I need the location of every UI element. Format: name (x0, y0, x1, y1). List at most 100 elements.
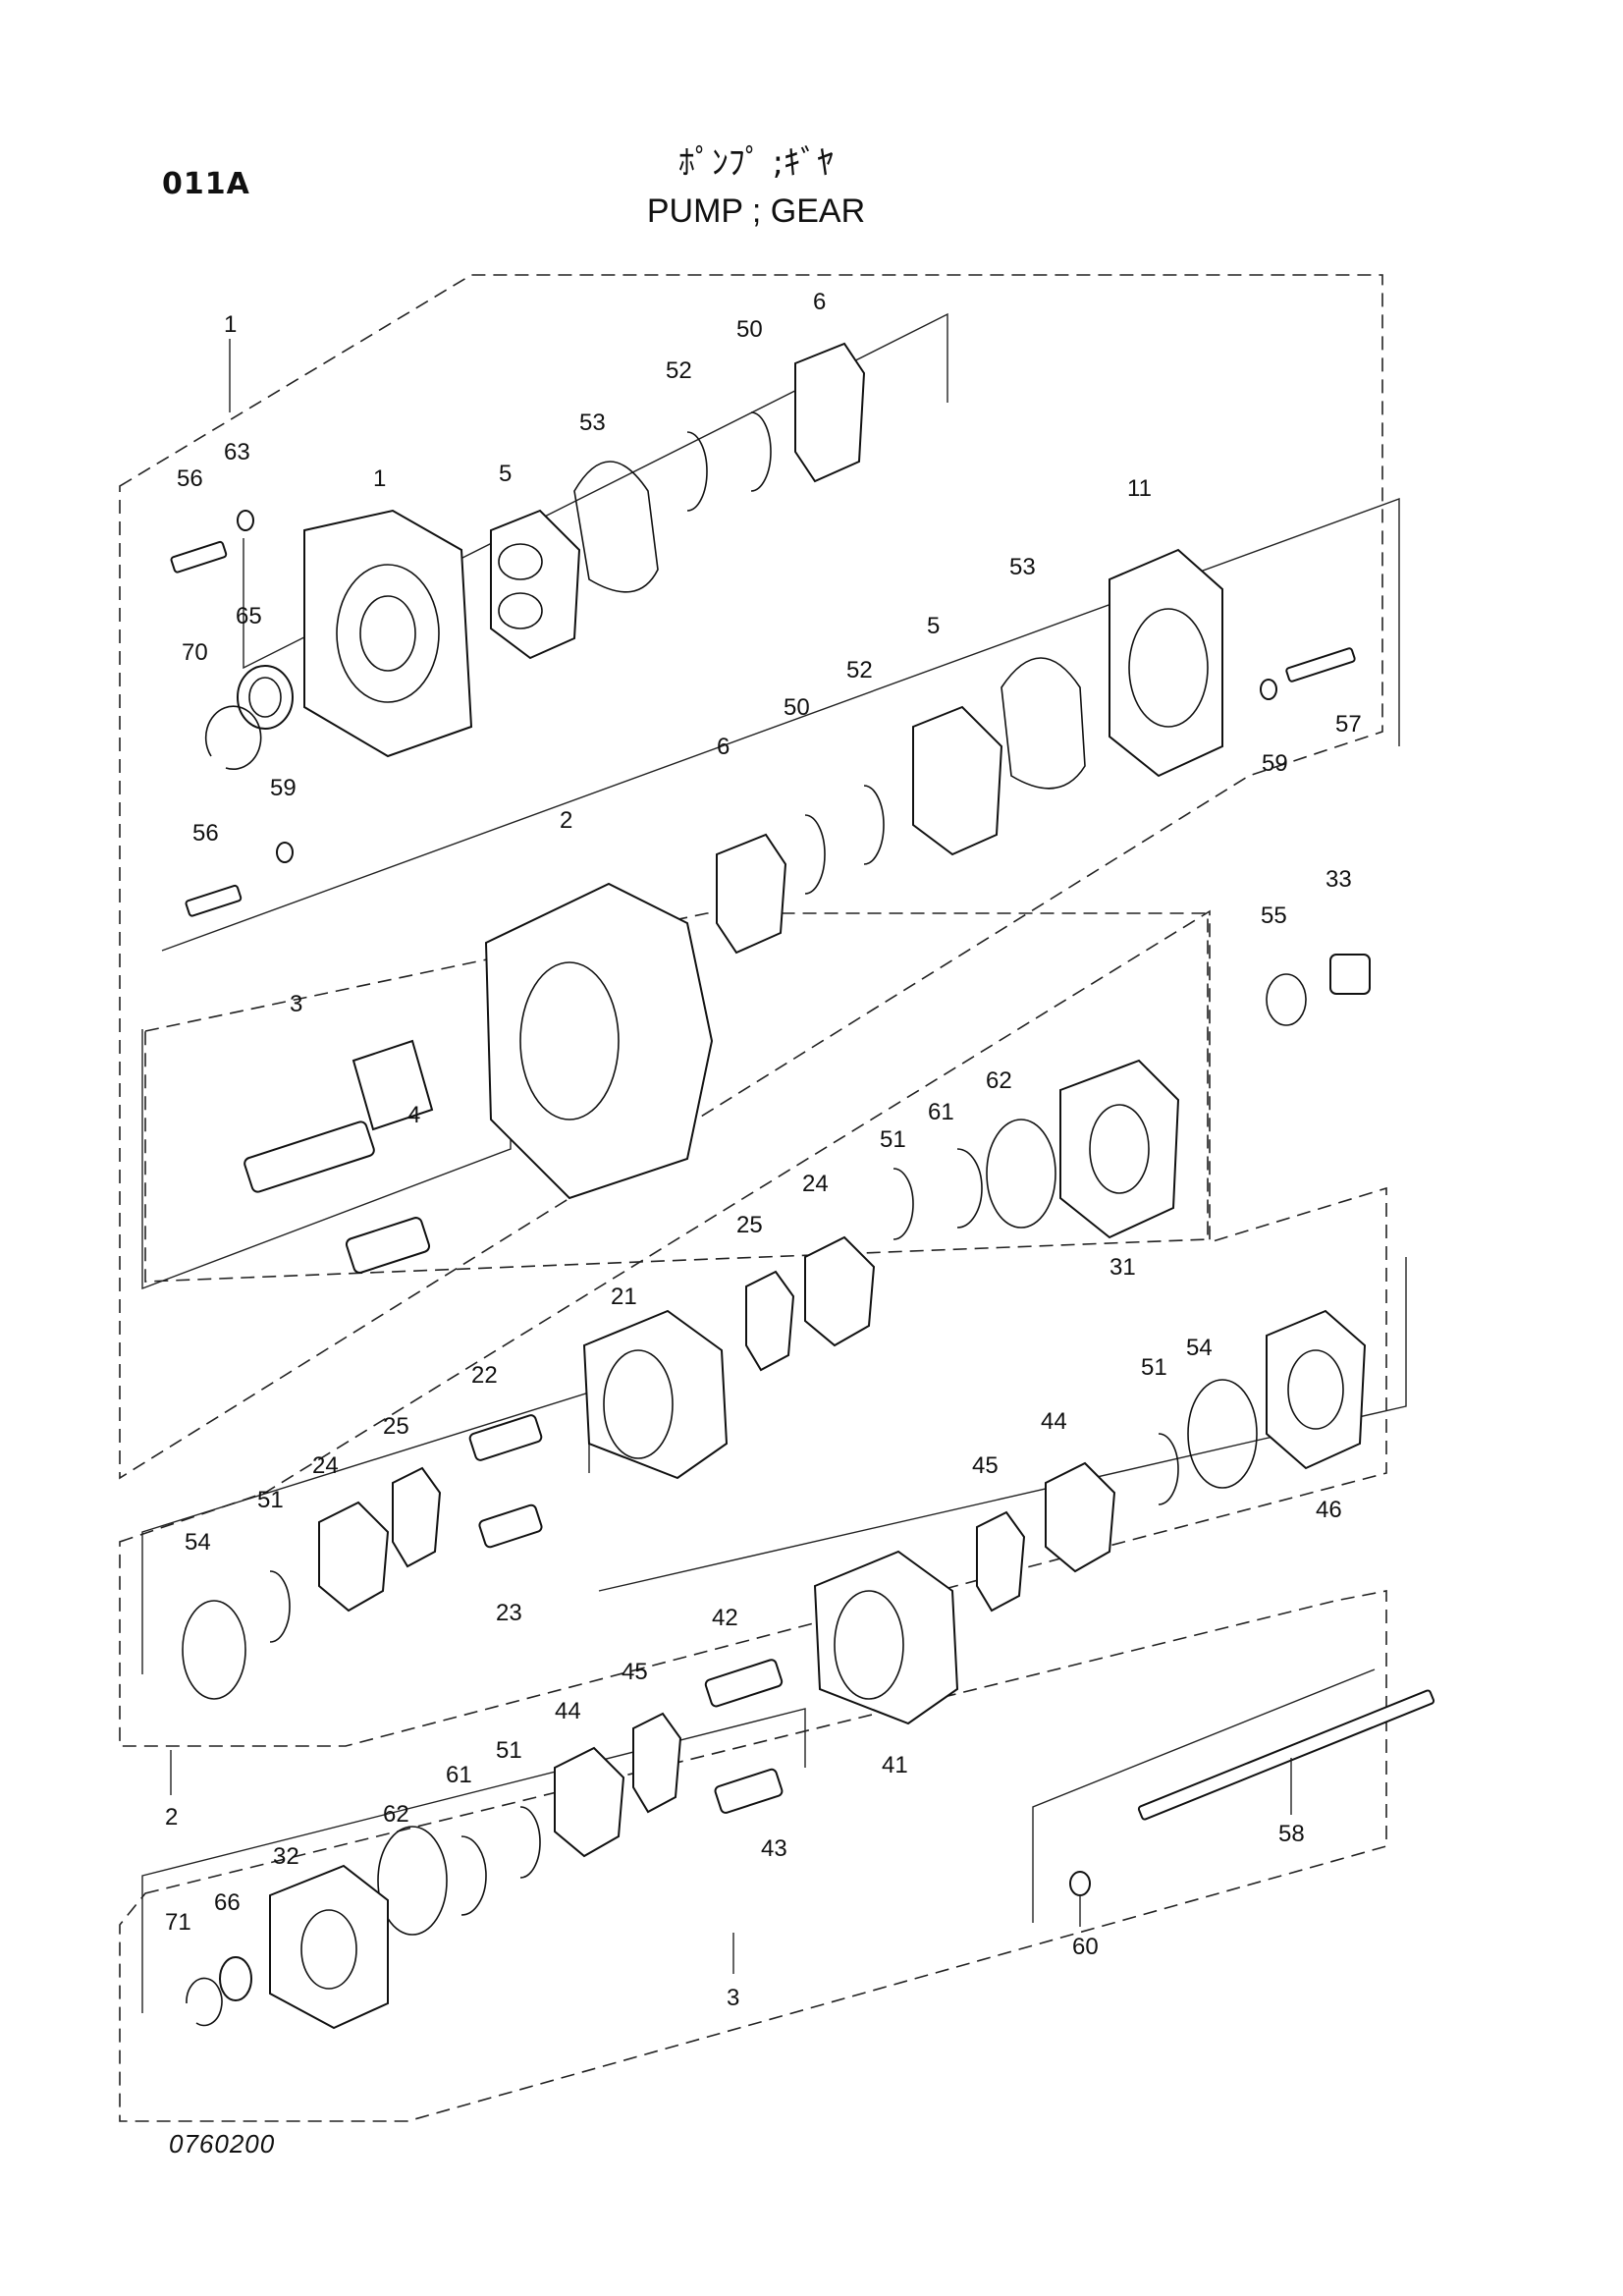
callout: 3 (290, 991, 302, 1017)
washer-60 (1069, 1871, 1091, 1896)
seal-53-top (573, 461, 659, 593)
end-cover-31 (1059, 1059, 1180, 1239)
end-cover-11 (1109, 548, 1223, 778)
housing-41 (813, 1550, 959, 1725)
callout: 50 (736, 316, 763, 343)
bushing-44-left (554, 1746, 625, 1858)
plate-45-left (632, 1712, 682, 1814)
ring-52-mid (863, 785, 885, 865)
seal-62-low (377, 1826, 448, 1936)
callout: 51 (257, 1487, 284, 1513)
bolt-57 (1285, 647, 1356, 683)
callout: 44 (555, 1698, 581, 1724)
bushing-5-mid (912, 705, 1003, 856)
callout: 51 (1141, 1354, 1167, 1381)
backup-ring-50-mid (804, 814, 826, 895)
bushing-5-top (490, 509, 581, 660)
callout: 59 (270, 775, 297, 801)
callout: 43 (761, 1835, 787, 1862)
callout: 71 (165, 1909, 191, 1936)
callout: 55 (1261, 902, 1287, 929)
callout: 59 (1262, 750, 1288, 777)
callout: 60 (1072, 1934, 1099, 1960)
callout: 61 (446, 1762, 472, 1788)
callout: 1 (373, 465, 386, 492)
front-cover-flange (303, 509, 473, 758)
stack-frame-5 (598, 1257, 1407, 1592)
callout: 22 (471, 1362, 498, 1389)
plate-6-top (794, 342, 866, 483)
callout: 50 (784, 694, 810, 721)
gear-43 (714, 1768, 784, 1814)
callout: 6 (717, 734, 730, 760)
callout: 45 (622, 1659, 648, 1685)
callout: 65 (236, 603, 262, 629)
callout: 21 (611, 1284, 637, 1310)
tie-bolt-58 (1137, 1689, 1435, 1821)
assembly-boundary-2 (119, 909, 1387, 1747)
ring-55 (1266, 973, 1307, 1026)
washer-59-right (1260, 679, 1277, 700)
ring-61-mid (956, 1148, 983, 1229)
seal-62-mid (986, 1119, 1056, 1229)
plate-45-right (976, 1510, 1026, 1613)
gear-42 (704, 1659, 784, 1708)
callout: 70 (182, 639, 208, 666)
stack-frame-2 (161, 497, 1400, 952)
callout: 3 (727, 1985, 739, 2011)
callout: 1 (224, 311, 237, 338)
callout: 62 (383, 1801, 409, 1828)
callout: 33 (1325, 866, 1352, 893)
section-code: 011A (162, 167, 250, 201)
callout: 23 (496, 1600, 522, 1626)
callout: 56 (177, 465, 203, 492)
callout: 24 (312, 1452, 339, 1479)
callout: 2 (165, 1804, 178, 1831)
callout: 53 (1009, 554, 1036, 580)
callout: 5 (499, 461, 512, 487)
callout: 2 (560, 807, 572, 834)
ring-51-low (519, 1806, 541, 1879)
callout: 42 (712, 1605, 738, 1631)
callout: 25 (383, 1413, 409, 1440)
callout: 46 (1316, 1497, 1342, 1523)
drive-gear-3 (243, 1039, 434, 1193)
callout: 51 (496, 1737, 522, 1764)
snap-ring-70 (204, 705, 262, 771)
callout: 54 (185, 1529, 211, 1556)
title-japanese: ﾎﾟﾝﾌﾟ ;ｷﾞﾔ (677, 143, 835, 183)
stack-frame-1 (243, 312, 948, 670)
callout: 45 (972, 1452, 999, 1479)
callout: 32 (273, 1843, 299, 1870)
bolt-56-top (170, 540, 228, 574)
assembly-boundary-3 (119, 1590, 1387, 2122)
callout: 56 (192, 820, 219, 847)
callout: 54 (1186, 1335, 1213, 1361)
callout: 11 (1127, 475, 1152, 502)
callout: 57 (1335, 711, 1362, 738)
drawing-number: 0760200 (169, 2129, 276, 2159)
callout: 58 (1278, 1821, 1305, 1847)
ring-51-right (1158, 1433, 1179, 1505)
bolt-frame (1032, 1668, 1376, 1923)
ring-51-mid (893, 1168, 914, 1240)
callout: 41 (882, 1752, 908, 1778)
plate-25-right (745, 1270, 795, 1372)
bushing-24-right (804, 1235, 876, 1347)
bushing-44-right (1045, 1461, 1116, 1573)
seal-65 (237, 665, 294, 730)
housing-21 (582, 1309, 729, 1480)
ring-61-low (460, 1835, 487, 1916)
callout-labels: 1 56 63 1 5 53 52 50 6 65 70 11 53 5 52 … (165, 289, 1362, 2011)
callout: 52 (846, 657, 873, 683)
seal-53-mid (1001, 657, 1086, 790)
assembly-boundary-1 (119, 274, 1383, 1480)
housing-2 (484, 882, 714, 1200)
plate-6-mid (716, 833, 787, 955)
callout: 44 (1041, 1408, 1067, 1435)
seal-66 (219, 1956, 252, 2001)
plate-25-left (392, 1466, 442, 1568)
washer-59-left (276, 842, 294, 863)
